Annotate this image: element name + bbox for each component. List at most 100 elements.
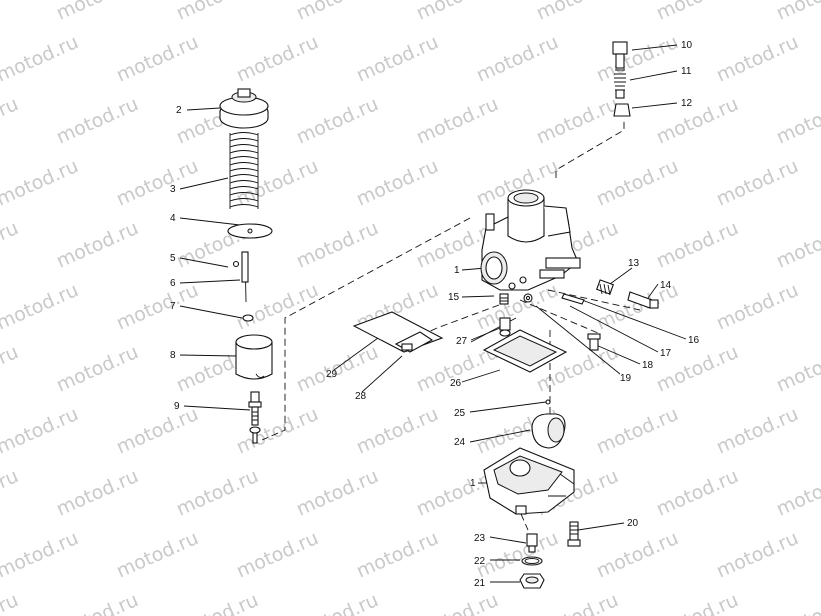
part-label: 11 <box>681 66 692 77</box>
watermark-text: motod.ru <box>233 527 322 583</box>
part-2-cap <box>219 88 269 129</box>
watermark-text: motod.ru <box>533 0 622 25</box>
part-label: 24 <box>454 437 466 448</box>
watermark-text: motod.ru <box>473 31 562 87</box>
part-11-spring <box>614 69 626 99</box>
watermark-text: motod.ru <box>473 527 562 583</box>
part-5-clip <box>232 260 240 268</box>
part-10-fitting <box>612 41 628 69</box>
watermark-text: motod.ru <box>0 403 82 459</box>
part-26-gasket <box>482 329 568 373</box>
watermark-text: motod.ru <box>713 403 802 459</box>
part-label: 23 <box>474 533 486 544</box>
watermark-text: motod.ru <box>413 0 502 25</box>
watermark-text: motod.ru <box>653 217 742 273</box>
part-21-plug <box>519 573 545 589</box>
watermark-text: motod.ru <box>653 589 742 616</box>
part-label: 14 <box>660 280 672 291</box>
watermark-text: motod.ru <box>353 403 442 459</box>
part-7-washer <box>242 314 254 322</box>
watermark-text: motod.ru <box>593 155 682 211</box>
part-8-slide <box>235 334 273 380</box>
watermark-text: motod.ru <box>773 217 821 273</box>
watermark-text: motod.ru <box>773 93 821 149</box>
part-3-spring <box>229 132 259 209</box>
watermark-text: motod.ru <box>113 527 202 583</box>
part-label: 1 <box>470 478 476 489</box>
watermark-text: motod.ru <box>173 0 262 25</box>
part-label: 22 <box>474 556 486 567</box>
watermark-text: motod.ru <box>353 155 442 211</box>
watermark-text: motod.ru <box>593 403 682 459</box>
watermark-text: motod.ru <box>713 279 802 335</box>
watermark-text: motod.ru <box>293 465 382 521</box>
part-label: 15 <box>448 292 460 303</box>
parts <box>219 41 659 589</box>
part-15-jet <box>499 293 509 305</box>
watermark-text: motod.ru <box>293 341 382 397</box>
watermark-text: motod.ru <box>233 279 322 335</box>
watermark-text: motod.ru <box>0 217 22 273</box>
watermark-text: motod.ru <box>713 155 802 211</box>
part-27-jet <box>499 317 511 337</box>
part-label: 27 <box>456 336 468 347</box>
watermark-text: motod.ru <box>0 155 82 211</box>
watermark-text: motod.ru <box>773 0 821 25</box>
watermark-text: motod.ru <box>0 31 82 87</box>
part-12-cap <box>613 103 631 117</box>
part-label: 9 <box>174 401 180 412</box>
part-label: 10 <box>681 40 693 51</box>
part-25-pin <box>545 399 551 405</box>
watermark-text: motod.ru <box>293 0 382 25</box>
watermark-text: motod.ru <box>113 279 202 335</box>
watermark-text: motod.ru <box>533 589 622 616</box>
watermark-text: motod.ru <box>413 589 502 616</box>
part-label: 1 <box>454 265 460 276</box>
watermark-text: motod.ru <box>233 155 322 211</box>
watermark-text: motod.ru <box>173 465 262 521</box>
part-label: 13 <box>628 258 640 269</box>
watermark-text: motod.ru <box>0 341 22 397</box>
watermark-text: motod.ru <box>53 589 142 616</box>
part-label: 6 <box>170 278 176 289</box>
watermark-text: motod.ru <box>353 527 442 583</box>
watermark-text: motod.ru <box>653 0 742 25</box>
part-label: 4 <box>170 213 176 224</box>
part-label: 26 <box>450 378 462 389</box>
part-23-jet <box>526 533 538 553</box>
watermark-text: motod.ru <box>773 465 821 521</box>
part-14-pilot-screw <box>627 291 659 309</box>
part-label: 20 <box>627 518 639 529</box>
part-1-carb-body <box>480 189 581 291</box>
part-18-screw <box>587 333 601 351</box>
watermark-text: motod.ru <box>593 527 682 583</box>
part-label: 16 <box>688 335 700 346</box>
part-6-needle <box>241 251 249 303</box>
watermark-text: motod.ru <box>53 93 142 149</box>
watermark-text: motod.ru <box>113 403 202 459</box>
part-label: 7 <box>170 301 176 312</box>
watermark-text: motod.ru <box>233 31 322 87</box>
watermark-text: motod.ru <box>233 403 322 459</box>
part-24-float <box>531 413 566 449</box>
watermark-text: motod.ru <box>773 341 821 397</box>
part-label: 28 <box>355 391 367 402</box>
part-label: 25 <box>454 408 466 419</box>
part-20-screw <box>567 521 581 547</box>
watermark-text: motod.ru <box>0 0 22 25</box>
watermark-text: motod.ru <box>293 589 382 616</box>
watermark-text: motod.ru <box>773 589 821 616</box>
watermark-text: motod.ru <box>53 341 142 397</box>
part-1-float-bowl <box>483 447 575 515</box>
watermark-text: motod.ru <box>0 279 82 335</box>
watermark-text: motod.ru <box>653 465 742 521</box>
part-number-labels: 10 11 12 2 3 4 5 6 7 8 9 1 13 14 15 16 1… <box>170 40 700 589</box>
watermark-text: motod.ru <box>713 31 802 87</box>
part-label: 17 <box>660 348 672 359</box>
assembly-lines <box>261 118 641 531</box>
part-label: 3 <box>170 184 176 195</box>
watermark-text: motod.ru <box>293 217 382 273</box>
watermark-text: motod.ru <box>113 31 202 87</box>
